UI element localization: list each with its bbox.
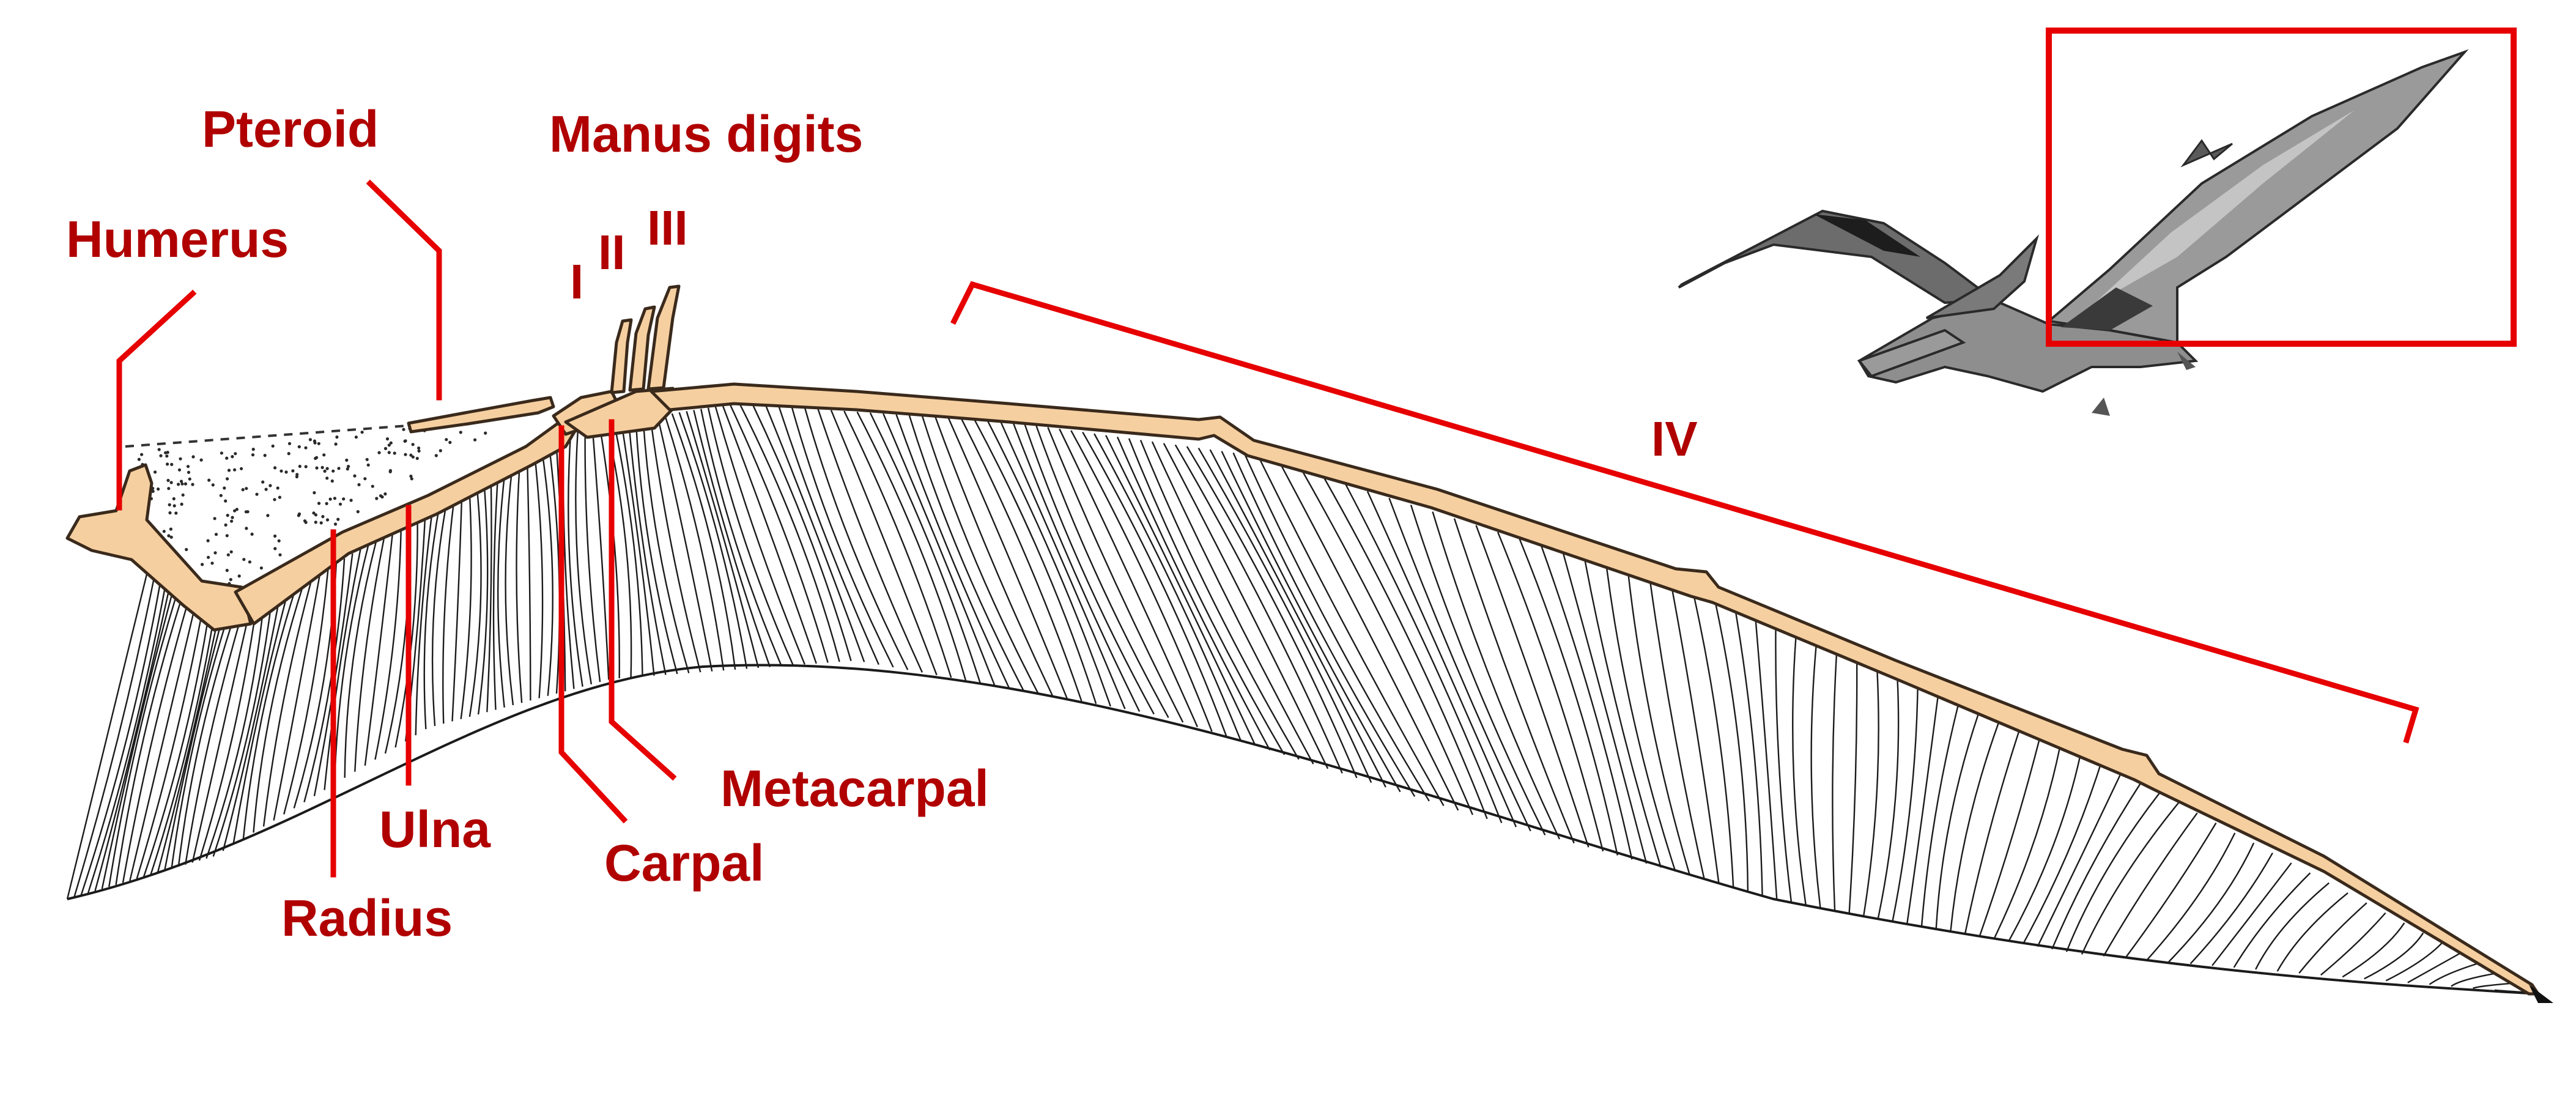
label-metacarpal: Metacarpal [720,760,989,817]
label-humerus: Humerus [66,210,289,268]
pteranodon-left-wing [1678,209,1997,305]
leader-lines [116,179,2419,878]
label-carpal: Carpal [604,834,764,892]
label-pteroid: Pteroid [202,100,379,158]
digit-4-bracket [950,281,2419,744]
propatagium-membrane [125,407,550,605]
label-digit-2: II [598,225,625,280]
carpal-leader [558,425,628,824]
wing-finger-bone [650,382,2540,996]
labels: Pteroid Manus digits Humerus I II III IV… [66,100,1698,947]
pteranodon-body [1857,301,2199,393]
pteranodon-crest [1925,234,2040,319]
pteroid-bone [407,396,555,434]
label-ulna: Ulna [379,801,491,858]
label-digit-1: I [570,254,583,309]
pteranodon-beak [1857,328,1966,378]
wing-membrane-hatching [66,404,2539,995]
label-digit-3: III [647,201,688,255]
pteroid-leader [366,179,442,401]
pteranodon-inset [1678,28,2517,416]
digit-1-claw [610,318,633,394]
label-radius: Radius [281,889,453,947]
wing-bones [65,284,2553,1003]
humerus-leader [116,289,197,511]
metacarpal-leader [609,419,677,781]
label-digit-4: IV [1651,412,1698,466]
wing-tip [2529,985,2553,1003]
inset-highlight-box [2046,28,2517,347]
digit-2-claw [628,305,656,392]
label-manus-digits: Manus digits [549,105,863,163]
digit-3-claw [646,284,681,391]
